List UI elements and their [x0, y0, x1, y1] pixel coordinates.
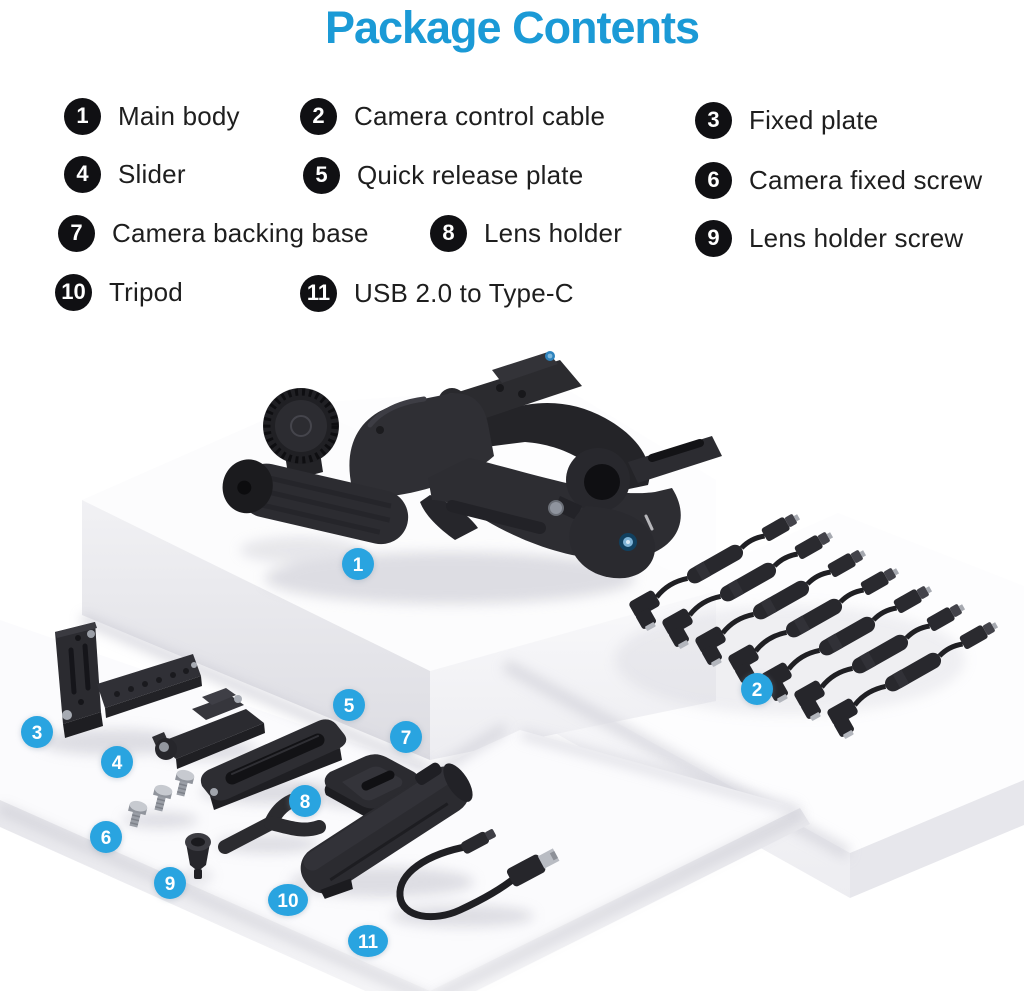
svg-text:11: 11 — [358, 932, 379, 953]
legend-item-tripod: 10 Tripod — [55, 273, 183, 311]
legend: 1 Main body 2 Camera control cable 3 Fix… — [0, 0, 1024, 330]
legend-item-lens-holder-screw: 9 Lens holder screw — [695, 219, 963, 257]
item-label: Tripod — [109, 276, 183, 307]
item-label: Lens holder screw — [749, 222, 964, 253]
platform-edge-shadow — [441, 811, 804, 991]
badge-6: 6 — [90, 821, 122, 853]
legend-item-fixed-plate: 3 Fixed plate — [695, 101, 878, 139]
fixed-plate — [55, 622, 202, 738]
item-number-bullet: 1 — [64, 97, 101, 135]
item-number-bullet: 10 — [55, 273, 92, 311]
item-number-bullet: 9 — [695, 219, 732, 257]
item-label: Quick release plate — [357, 159, 584, 190]
item-number-bullet: 3 — [695, 101, 732, 139]
legend-item-main-body: 1 Main body — [64, 97, 240, 135]
platform-edge-shadow — [0, 805, 420, 991]
legend-item-lens-holder: 8 Lens holder — [430, 214, 622, 252]
item-label: Main body — [118, 100, 240, 131]
item-label: Camera fixed screw — [749, 164, 983, 195]
badge-8: 8 — [289, 785, 321, 817]
badge-10: 10 — [268, 884, 308, 916]
item-label: Lens holder — [484, 217, 623, 248]
platform-seam-shadow — [80, 613, 430, 773]
svg-text:4: 4 — [112, 753, 123, 774]
usb-cable — [396, 829, 560, 921]
svg-text:5: 5 — [344, 696, 355, 717]
item-number-bullet: 6 — [695, 161, 732, 199]
page-title: Package Contents — [324, 2, 700, 53]
legend-item-camera-backing-base: 7 Camera backing base — [58, 214, 369, 252]
svg-text:1: 1 — [353, 555, 364, 576]
legend-item-slider: 4 Slider — [64, 155, 186, 193]
legend-item-camera-fixed-screw: 6 Camera fixed screw — [695, 161, 982, 199]
item-label: Camera control cable — [354, 100, 606, 131]
badge-7: 7 — [390, 721, 422, 753]
svg-text:3: 3 — [32, 723, 43, 744]
badge-4: 4 — [101, 746, 133, 778]
svg-text:10: 10 — [277, 891, 298, 912]
badge-1: 1 — [342, 548, 374, 580]
item-number-bullet: 7 — [58, 214, 95, 252]
badge-5: 5 — [333, 689, 365, 721]
svg-text:2: 2 — [752, 680, 763, 701]
svg-text:6: 6 — [101, 828, 112, 849]
badge-9: 9 — [154, 867, 186, 899]
item-number-bullet: 11 — [300, 274, 337, 312]
item-number-bullet: 8 — [430, 214, 467, 252]
slider — [152, 688, 265, 769]
platform-seam-shadow — [520, 730, 800, 814]
legend-item-usb-cable: 11 USB 2.0 to Type-C — [300, 274, 574, 312]
legend-item-quick-release-plate: 5 Quick release plate — [303, 156, 583, 194]
svg-text:9: 9 — [165, 874, 176, 895]
item-label: Camera backing base — [112, 217, 369, 248]
camera-fixed-screws — [128, 769, 195, 828]
item-number-bullet: 5 — [303, 156, 340, 194]
legend-item-camera-control-cable: 2 Camera control cable — [300, 97, 605, 135]
lens-holder-screw — [185, 833, 211, 879]
tripod — [300, 762, 473, 899]
item-label: Fixed plate — [749, 104, 879, 135]
scene-illustration: 1 2 3 4 5 6 7 — [0, 351, 1024, 991]
svg-text:8: 8 — [300, 792, 311, 813]
item-label: Slider — [118, 158, 186, 189]
badge-3: 3 — [21, 716, 53, 748]
svg-text:7: 7 — [401, 728, 412, 749]
scene-badges: 1 2 3 4 5 6 7 — [21, 548, 773, 957]
badge-2: 2 — [741, 673, 773, 705]
item-label: USB 2.0 to Type-C — [354, 277, 574, 308]
quick-release-plate — [200, 719, 347, 810]
gimbal-main-body — [222, 351, 722, 579]
item-number-bullet: 4 — [64, 155, 101, 193]
item-number-bullet: 2 — [300, 97, 337, 135]
badge-11: 11 — [348, 925, 388, 957]
